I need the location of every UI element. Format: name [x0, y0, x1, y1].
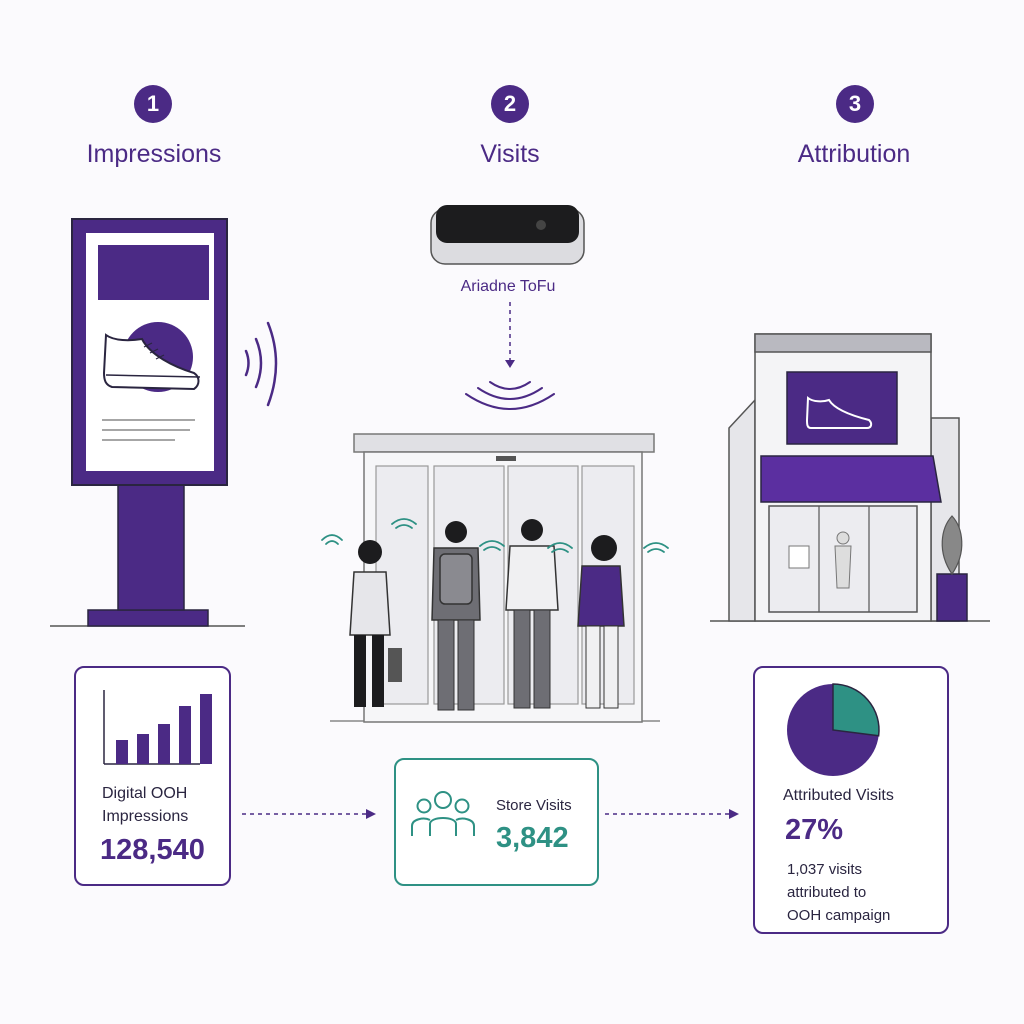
storefront [710, 333, 990, 622]
impressions-label-line1: Digital OOH [102, 785, 188, 802]
impressions-label-line2: Impressions [102, 808, 189, 825]
bar [158, 724, 170, 764]
step-3-badge: 3 [836, 85, 874, 123]
bar [200, 694, 212, 764]
step-2-badge: 2 [491, 85, 529, 123]
bar-chart [103, 690, 212, 765]
attribution-note-line1: 1,037 visits [787, 861, 863, 878]
pie-chart [787, 683, 880, 776]
arrow-right [242, 809, 376, 819]
impressions-value: 128,540 [100, 834, 205, 866]
device-caption: Ariadne ToFu [460, 278, 556, 295]
shoe-icon [102, 322, 201, 392]
shoppers [349, 519, 625, 711]
signal-waves [465, 302, 555, 410]
phone-signal [321, 518, 669, 553]
step-1-badge: 1 [134, 85, 172, 123]
store-visits-value: 3,842 [496, 822, 569, 854]
bar [179, 706, 191, 764]
step-1-title: Impressions [86, 140, 222, 168]
attribution-note-line3: OOH campaign [787, 907, 891, 924]
store-visits-label: Store Visits [496, 797, 572, 814]
bar [116, 740, 128, 764]
attribution-note-line2: attributed to [787, 884, 867, 901]
impressions-card: Digital OOH Impressions 128,540 [74, 666, 231, 886]
people-icon [411, 791, 475, 836]
store-visits-card: Store Visits 3,842 [394, 758, 599, 886]
attributed-visits-label: Attributed Visits [783, 787, 894, 804]
step-2-title: Visits [480, 140, 540, 168]
attribution-card: Attributed Visits 27% 1,037 visits attri… [753, 666, 949, 934]
arrow-right [605, 809, 739, 819]
signal-waves [244, 321, 278, 407]
step-3-title: Attribution [797, 140, 911, 168]
bar [137, 734, 149, 764]
pie-slice-attributed [832, 683, 880, 737]
attributed-visits-value: 27% [785, 814, 844, 846]
digital-billboard [50, 218, 278, 627]
store-entrance [321, 433, 669, 723]
sensor-device [430, 205, 585, 265]
